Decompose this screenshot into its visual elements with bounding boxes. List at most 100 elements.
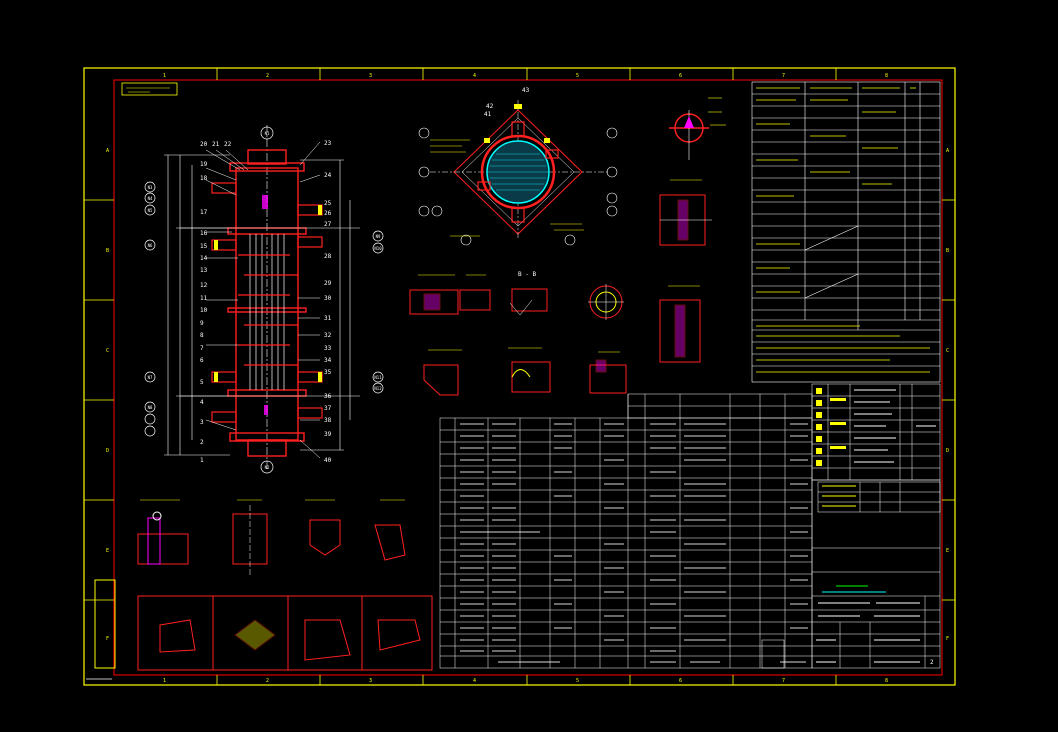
zone-bottom-2: 2 (266, 678, 269, 684)
tag-n11: N11 (374, 375, 382, 380)
section-label-b-b: B - B (518, 271, 536, 278)
part-8: 8 (200, 332, 204, 339)
tag-n12: N12 (374, 386, 382, 391)
part-43: 43 (522, 87, 530, 94)
part-30: 30 (324, 295, 332, 302)
plan-view[interactable]: 41 42 43 (418, 87, 618, 246)
detail-views[interactable] (409, 179, 712, 396)
zone-bottom-8: 8 (885, 678, 888, 684)
zone-right-f: F (946, 636, 949, 642)
zone-top-4: 4 (473, 73, 476, 79)
zone-top-5: 5 (576, 73, 579, 79)
part-12: 12 (200, 282, 208, 289)
orientation-symbol (669, 97, 726, 160)
tag-n8: N8 (148, 405, 153, 410)
part-11: 11 (200, 295, 208, 302)
tag-n1: N1 (265, 131, 270, 136)
main-dimensions (164, 154, 360, 456)
zone-right-d: D (946, 448, 949, 454)
part-10: 10 (200, 307, 208, 314)
tube-sheet-highlights (262, 195, 268, 415)
tube-bundle (249, 234, 285, 390)
part-40: 40 (324, 457, 332, 464)
part-26: 26 (324, 210, 332, 217)
part-31: 31 (324, 315, 332, 322)
part-39: 39 (324, 431, 332, 438)
zone-bottom-6: 6 (679, 678, 682, 684)
part-29: 29 (324, 280, 332, 287)
tag-n3: N3 (148, 185, 153, 190)
tag-n6: N6 (148, 243, 153, 248)
detail-weld-1 (423, 349, 462, 396)
zone-left-a: A (106, 148, 109, 154)
title-block[interactable] (761, 479, 941, 669)
zone-top-1: 1 (163, 73, 166, 79)
tag-n4: N4 (148, 196, 153, 201)
weld-detail-strip (94, 579, 433, 671)
zone-bottom-4: 4 (473, 678, 476, 684)
plan-nozzles (477, 121, 559, 223)
zone-left-f: F (106, 636, 109, 642)
support-details (137, 499, 406, 575)
main-elevation-view[interactable]: N1 N2 N3 N4 N5 N6 N7 N8 N9 N10 N11 N12 2… (144, 125, 384, 474)
part-35: 35 (324, 369, 332, 376)
part-41: 41 (484, 111, 492, 118)
zone-left-d: D (106, 448, 109, 454)
drawing-frame: 1 2 3 4 5 6 7 8 1 2 3 4 5 6 7 8 A B C D … (83, 67, 956, 686)
part-4: 4 (200, 399, 204, 406)
plan-nozzle-flanges (484, 104, 550, 143)
zone-left-c: C (106, 348, 109, 354)
part-2: 2 (200, 439, 204, 446)
part-20: 20 (200, 141, 208, 148)
tag-n2: N2 (265, 465, 270, 470)
page-number: 2 (930, 659, 934, 666)
detail-weld-2 (508, 347, 551, 393)
technical-data-table[interactable] (751, 81, 941, 383)
part-25: 25 (324, 200, 332, 207)
part-42: 42 (486, 103, 494, 110)
baffle-plates (238, 254, 298, 366)
detail-circle-flange (588, 284, 624, 320)
technical-table-diagonal-2 (804, 273, 859, 299)
parts-list-columns (454, 394, 786, 668)
zone-bottom-3: 3 (369, 678, 372, 684)
vessel-shell (227, 149, 307, 457)
tag-n10: N10 (374, 246, 382, 251)
drawing-number-box (121, 82, 178, 96)
detail-flange-right (659, 179, 712, 246)
zone-bottom-1: 1 (163, 678, 166, 684)
part-34: 34 (324, 357, 332, 364)
revision-box (761, 639, 785, 669)
detail-section-b (509, 288, 548, 316)
technical-table-rows (752, 93, 940, 367)
part-1: 1 (200, 457, 204, 464)
part-21: 21 (212, 141, 220, 148)
parts-list-rows (440, 405, 812, 657)
part-13: 13 (200, 267, 208, 274)
part-14: 14 (200, 255, 208, 262)
part-32: 32 (324, 332, 332, 339)
zone-left-b: B (106, 248, 109, 254)
zone-right-a: A (946, 148, 949, 154)
part-36: 36 (324, 393, 332, 400)
zone-top-2: 2 (266, 73, 269, 79)
nozzle-table[interactable] (811, 383, 941, 481)
outer-frame (83, 67, 956, 686)
part-28: 28 (324, 253, 332, 260)
nozzle-table-markers (816, 388, 846, 466)
tag-n9: N9 (376, 234, 381, 239)
nozzle-tag-circles (144, 126, 384, 474)
part-16: 16 (200, 230, 208, 237)
zone-right-c: C (946, 348, 949, 354)
part-15: 15 (200, 243, 208, 250)
detail-weld-3 (589, 351, 627, 394)
part-22: 22 (224, 141, 232, 148)
tag-n5: N5 (148, 208, 153, 213)
plan-tag-circles (418, 127, 618, 246)
detail-left-nozzle (409, 274, 459, 315)
part-5: 5 (200, 379, 204, 386)
parts-list-table[interactable] (439, 393, 813, 669)
part-37: 37 (324, 405, 332, 412)
technical-table-text-marks (756, 87, 930, 373)
